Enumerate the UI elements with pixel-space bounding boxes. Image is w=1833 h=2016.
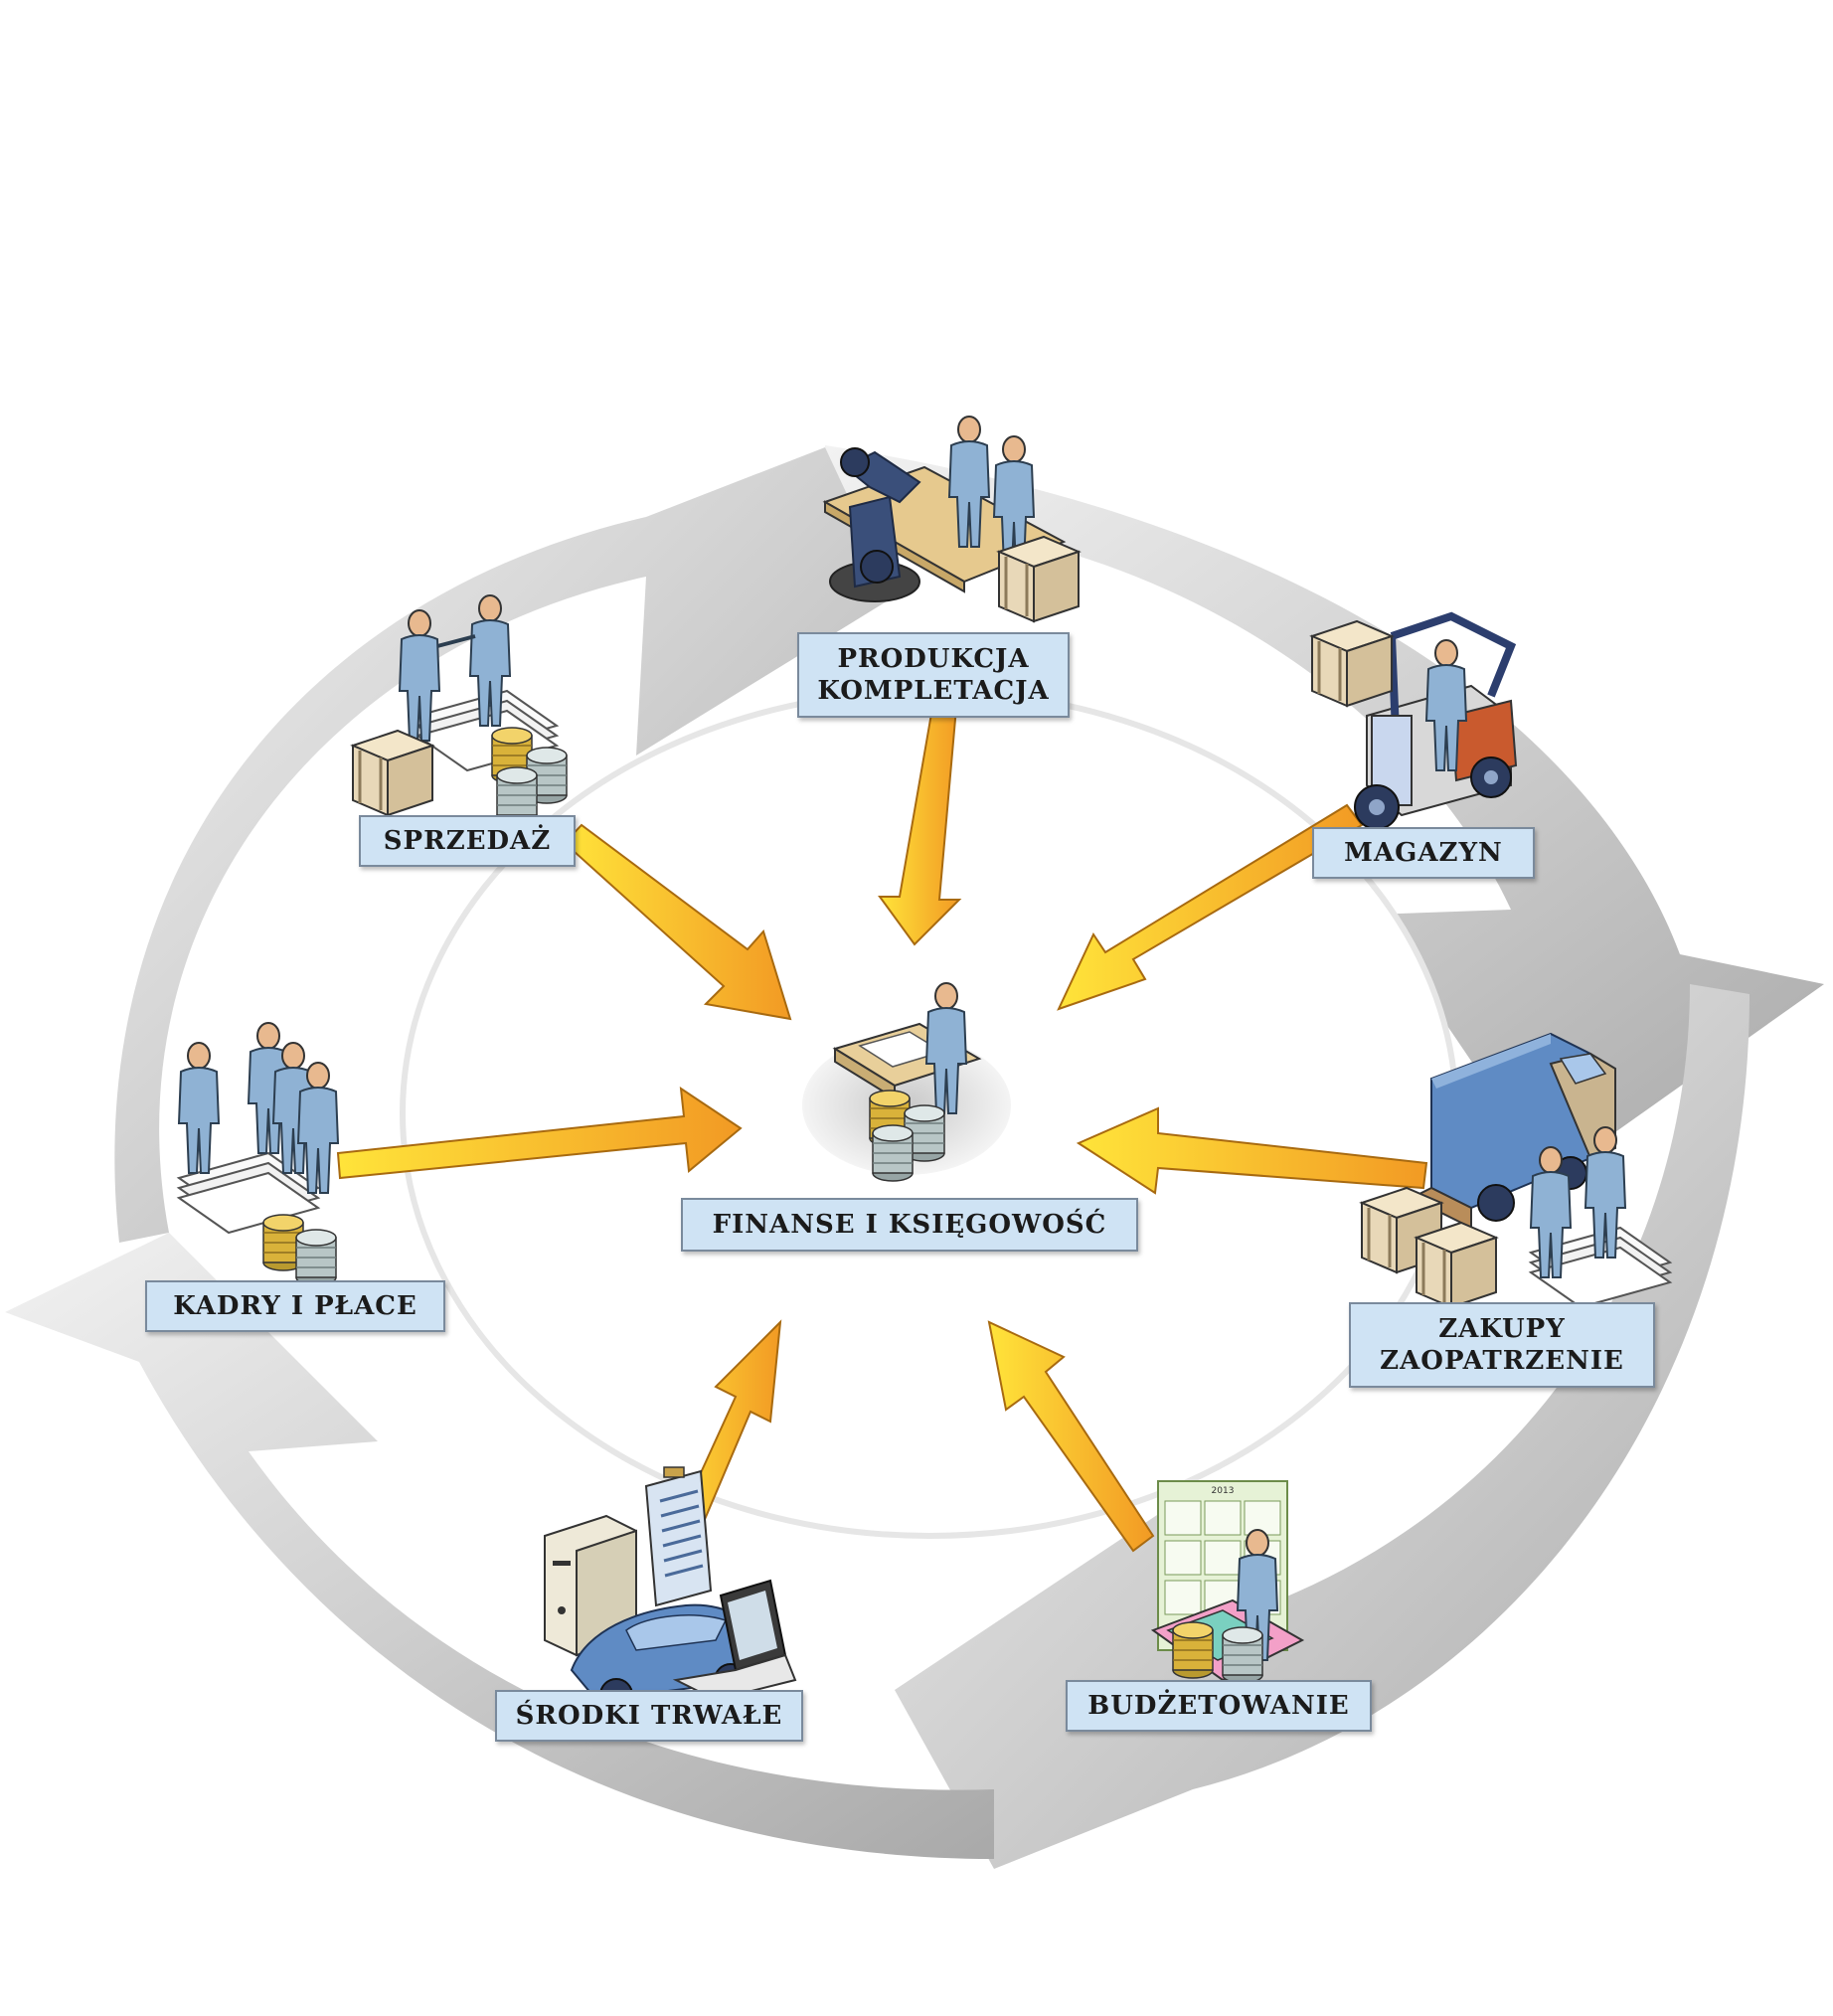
label-magazyn: MAGAZYN xyxy=(1312,827,1535,879)
box-icon-2 xyxy=(1415,1221,1498,1309)
label-sprzedaz: SPRZEDAŻ xyxy=(359,815,576,867)
label-magazyn-line-1: MAGAZYN xyxy=(1344,838,1503,868)
laptop-icon xyxy=(672,1579,797,1702)
label-srodki: ŚRODKI TRWAŁE xyxy=(495,1690,803,1742)
arrow-sprzedaz xyxy=(563,823,792,1021)
label-srodki-line-1: ŚRODKI TRWAŁE xyxy=(515,1701,783,1731)
box-icon xyxy=(997,535,1081,623)
label-budzetowanie-line-1: BUDŻETOWANIE xyxy=(1087,1691,1350,1721)
coins-gold-icon xyxy=(1172,1621,1214,1679)
zakupy-illustration xyxy=(1360,1032,1671,1309)
label-zakupy: ZAKUPY ZAOPATRZENIE xyxy=(1349,1302,1655,1388)
label-sprzedaz-line-1: SPRZEDAŻ xyxy=(383,826,552,856)
handshake-icon xyxy=(436,634,476,648)
coins-silver-icon xyxy=(295,1229,337,1286)
cycle-arrow-top xyxy=(825,445,1824,1178)
label-produkcja: PRODUKCJA KOMPLETACJA xyxy=(797,632,1070,718)
coins-silver-icon-2 xyxy=(872,1124,914,1182)
label-center-finanse-line-1: FINANSE I KSIĘGOWOŚĆ xyxy=(712,1210,1107,1240)
label-center-finanse: FINANSE I KSIĘGOWOŚĆ xyxy=(681,1198,1138,1252)
arrow-budzetowanie xyxy=(987,1320,1155,1553)
arrow-kadry xyxy=(336,1086,743,1180)
robot-arm-icon xyxy=(829,447,921,602)
label-kadry-line-1: KADRY I PŁACE xyxy=(173,1291,417,1321)
label-kadry: KADRY I PŁACE xyxy=(145,1280,445,1332)
magazyn-illustration xyxy=(1310,611,1518,830)
produkcja-illustration xyxy=(822,416,1081,623)
kadry-illustration xyxy=(178,1022,339,1286)
cycle-arrow-left xyxy=(114,447,895,1243)
box-icon xyxy=(351,729,434,817)
budzetowanie-illustration: 2013 xyxy=(1150,1480,1305,1684)
label-produkcja-line-2: KOMPLETACJA xyxy=(817,676,1050,706)
label-budzetowanie: BUDŻETOWANIE xyxy=(1066,1680,1372,1732)
employee-person-icon xyxy=(178,1042,220,1174)
srodki-illustration xyxy=(544,1466,797,1712)
cycle-arrow-right xyxy=(895,984,1750,1869)
coins-silver-icon xyxy=(1222,1626,1263,1684)
sprzedaz-illustration xyxy=(351,594,568,824)
cycle-arrow-bottom xyxy=(5,1233,994,1859)
label-produkcja-line-1: PRODUKCJA xyxy=(837,644,1030,674)
arrow-produkcja xyxy=(878,707,962,946)
clipboard-icon xyxy=(644,1466,713,1607)
label-zakupy-line-1: ZAKUPY xyxy=(1438,1314,1566,1344)
arrow-zakupy xyxy=(1076,1106,1428,1195)
calendar-year-text: 2013 xyxy=(1212,1486,1235,1496)
label-zakupy-line-2: ZAOPATRZENIE xyxy=(1380,1346,1624,1376)
box-icon xyxy=(1310,619,1394,708)
center-accountant-illustration xyxy=(802,982,1011,1182)
